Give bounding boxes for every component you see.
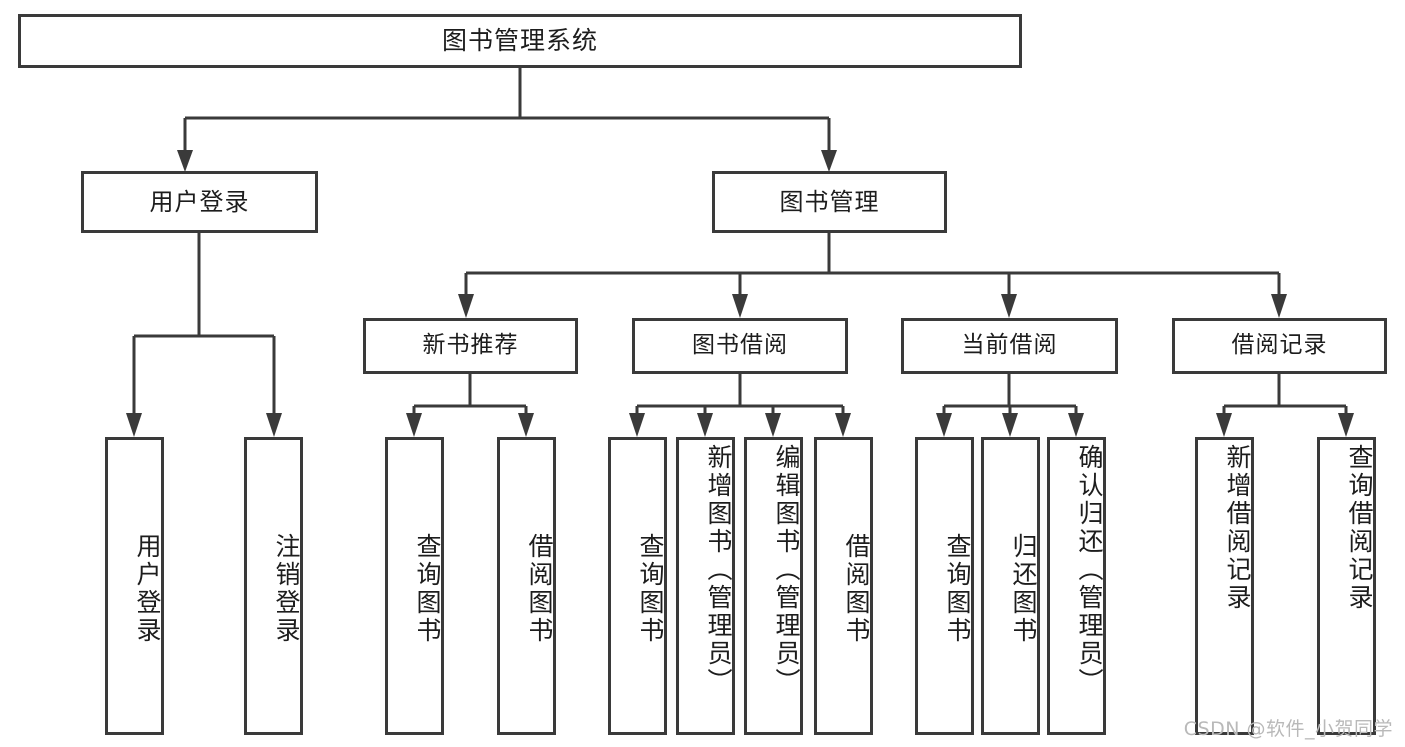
node-label: 新书推荐	[422, 332, 519, 359]
node-book-borrow[interactable]: 图书借阅	[632, 318, 848, 374]
leaf-book-borrow-query[interactable]: 查询图书	[608, 437, 667, 735]
node-label: 查询图书	[943, 533, 972, 645]
node-label: 归还图书	[1009, 533, 1038, 645]
node-label: 查询图书	[413, 533, 442, 645]
leaf-borrow-record-query[interactable]: 查询借阅记录	[1317, 437, 1376, 735]
node-label: 当前借阅	[961, 332, 1058, 359]
node-label: 借阅图书	[842, 533, 871, 645]
node-label: 用户登录	[149, 187, 250, 216]
leaf-user-login-logout[interactable]: 注销登录	[244, 437, 303, 735]
leaf-current-borrow-return[interactable]: 归还图书	[981, 437, 1040, 735]
leaf-current-borrow-confirm-return[interactable]: 确认归还（管理员）	[1047, 437, 1106, 735]
node-label: 图书借阅	[692, 332, 788, 359]
node-new-book-recommend[interactable]: 新书推荐	[363, 318, 578, 374]
node-root-system[interactable]: 图书管理系统	[18, 14, 1022, 68]
leaf-book-borrow-add[interactable]: 新增图书（管理员）	[676, 437, 735, 735]
leaf-current-borrow-query[interactable]: 查询图书	[915, 437, 974, 735]
node-label: 借阅记录	[1231, 332, 1328, 359]
node-borrow-record[interactable]: 借阅记录	[1172, 318, 1387, 374]
node-label: 新增借阅记录	[1223, 444, 1252, 612]
csdn-watermark: CSDN @软件_小贺同学	[1183, 718, 1393, 740]
node-label: 用户登录	[133, 533, 162, 645]
node-user-login[interactable]: 用户登录	[81, 171, 318, 233]
node-label: 注销登录	[272, 533, 301, 645]
leaf-borrow-record-add[interactable]: 新增借阅记录	[1195, 437, 1254, 735]
node-label: 编辑图书（管理员）	[772, 444, 801, 696]
node-label: 图书管理	[779, 187, 880, 216]
node-label: 新增图书（管理员）	[704, 444, 733, 696]
node-book-management[interactable]: 图书管理	[712, 171, 947, 233]
node-current-borrow[interactable]: 当前借阅	[901, 318, 1118, 374]
node-label: 图书管理系统	[441, 26, 598, 55]
node-label: 确认归还（管理员）	[1075, 444, 1104, 696]
node-label: 借阅图书	[525, 533, 554, 645]
node-label: 查询图书	[636, 533, 665, 645]
leaf-new-book-borrow[interactable]: 借阅图书	[497, 437, 556, 735]
leaf-user-login-login[interactable]: 用户登录	[105, 437, 164, 735]
leaf-new-book-query[interactable]: 查询图书	[385, 437, 444, 735]
leaf-book-borrow-edit[interactable]: 编辑图书（管理员）	[744, 437, 803, 735]
node-label: 查询借阅记录	[1345, 444, 1374, 612]
leaf-book-borrow-borrow[interactable]: 借阅图书	[814, 437, 873, 735]
